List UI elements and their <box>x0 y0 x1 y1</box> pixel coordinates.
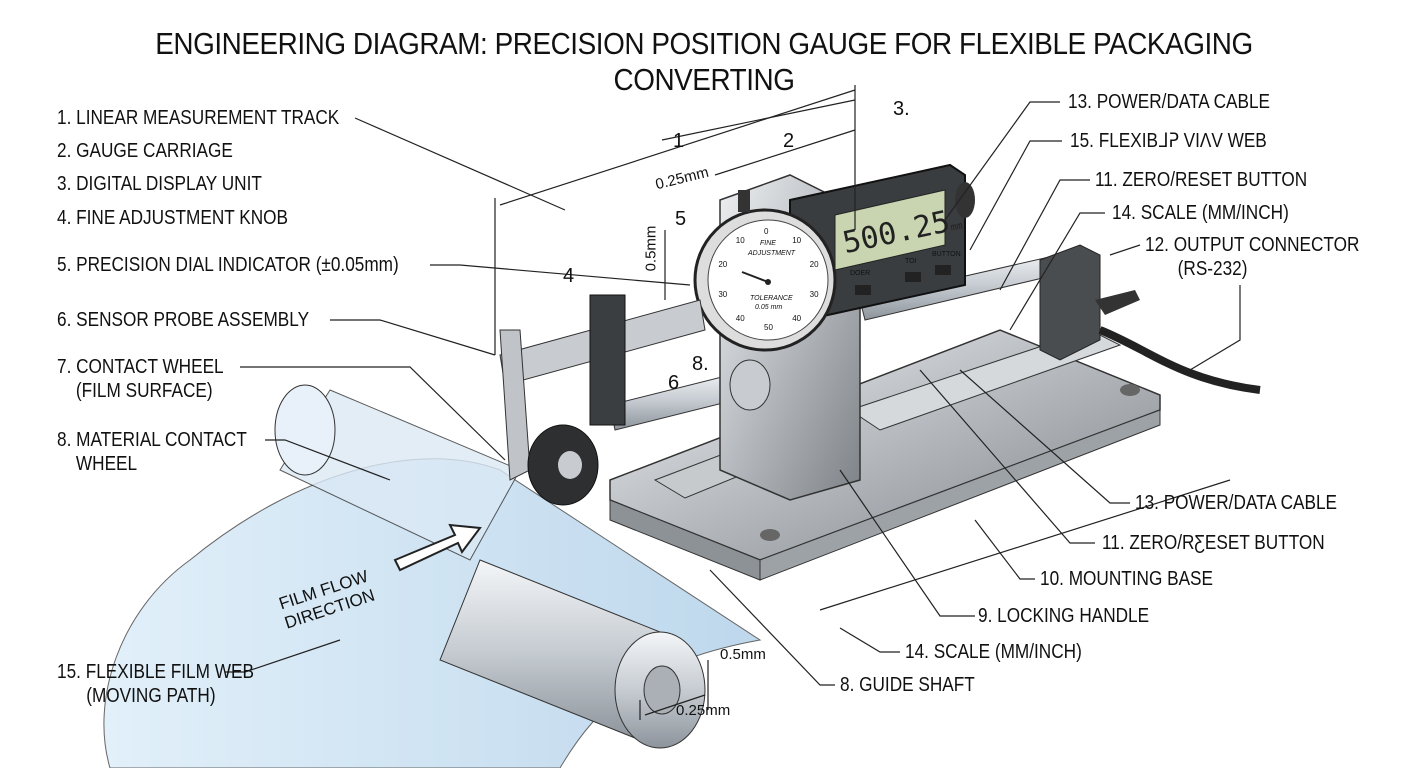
callout-5: 5 <box>675 208 687 230</box>
display-button-2[interactable]: TOI <box>905 258 917 265</box>
label-line: 12. OUTPUT CONNECTOR <box>1145 234 1360 256</box>
dial-tick-label: 30 <box>718 289 728 299</box>
dimension-lines <box>494 85 856 720</box>
label-zero-reset-button-2: 11. ZERO/RƸESET BUTTON <box>1102 532 1325 554</box>
dial-tick-label: 0 <box>764 227 769 236</box>
dial-text-value: 0.05 mm <box>755 304 783 311</box>
label-scale-2: 14. SCALE (MM/INCH) <box>905 641 1082 663</box>
dim-025-bottom: 0.25mm <box>676 702 731 719</box>
label-mounting-base: 10. MOUNTING BASE <box>1040 568 1213 590</box>
diagram-title: ENGINEERING DIAGRAM: PRECISION POSITION … <box>155 26 1253 97</box>
dial-tick-label: 30 <box>809 289 819 299</box>
label-zero-reset-button: 11. ZERO/RESET BUTTON <box>1095 169 1308 191</box>
leader-lines <box>225 101 1241 686</box>
lcd-unit: mm <box>949 220 964 234</box>
label-precision-dial-indicator: 5. PRECISION DIAL INDICATOR (±0.05mm) <box>57 254 399 276</box>
dial-tick-label: 10 <box>735 236 745 246</box>
dial-tick-label: 40 <box>735 313 745 323</box>
end-block <box>1039 244 1101 361</box>
dim-2: 2 <box>783 130 795 152</box>
callout-3: 3. <box>893 98 910 120</box>
label-line: 15. FLEXIBLE FILM WEB <box>57 661 254 683</box>
dim-05-vertical: 0.5mm <box>642 225 660 272</box>
label-gauge-carriage: 2. GAUGE CARRIAGE <box>57 140 233 162</box>
label-output-connector: 12. OUTPUT CONNECTOR(RS-232) <box>1145 233 1359 281</box>
label-digital-display-unit: 3. DIGITAL DISPLAY UNIT <box>57 173 262 195</box>
dim-05-bottom: 0.5mm <box>720 646 766 663</box>
label-flexible-film-web: 15. FLEXIBLE FILM WEB(MOVING PATH) <box>57 660 254 708</box>
label-flexible-web: 15. FLEXIBᒧᕈ VΙΛV WEB <box>1070 130 1267 152</box>
dim-1: 1 <box>673 130 685 152</box>
label-sensor-probe-assembly: 6. SENSOR PROBE ASSEMBLY <box>57 309 310 331</box>
label-linear-measurement-track: 1. LINEAR MEASUREMENT TRACK <box>57 107 340 129</box>
label-line: WHEEL <box>75 453 138 475</box>
label-guide-shaft: 8. GUIDE SHAFT <box>840 674 975 696</box>
label-line: (RS-232) <box>1177 258 1248 280</box>
label-line: 8. MATERIAL CONTACT <box>57 429 247 451</box>
fine-adjustment-knob <box>738 190 750 212</box>
power-cable <box>1098 326 1261 394</box>
callout-8: 8. <box>692 353 709 375</box>
display-button-3[interactable]: BUTTON <box>932 251 961 258</box>
locking-handle <box>1095 290 1140 315</box>
dial-tick-label: 20 <box>718 260 728 270</box>
dial-tick-label: 10 <box>792 236 802 246</box>
dial-text-tolerance: TOLERANCE <box>750 295 793 302</box>
label-line: (MOVING PATH) <box>86 685 216 707</box>
label-power-data-cable: 13. POWER/DATA CABLE <box>1068 91 1271 113</box>
dial-tick-label: 40 <box>792 313 802 323</box>
label-fine-adjustment-knob: 4. FINE ADJUSTMENT KNOB <box>57 207 288 229</box>
callout-6: 6 <box>668 372 680 394</box>
label-line: (FILM SURFACE) <box>75 380 213 402</box>
display-button-1[interactable]: DOER <box>850 270 871 277</box>
label-locking-handle: 9. LOCKING HANDLE <box>978 605 1150 627</box>
label-line: 7. CONTACT WHEEL <box>57 356 224 378</box>
flow-arrow <box>393 523 482 572</box>
dial-tick-label: 20 <box>809 260 819 270</box>
label-power-data-cable-2: 13. POWER/DATA CABLE <box>1135 492 1338 514</box>
dial-text-adjustment: ADJUSTMENT <box>748 250 796 257</box>
label-contact-wheel: 7. CONTACT WHEEL(FILM SURFACE) <box>57 355 224 403</box>
dial-text-fine: FINE <box>760 240 776 247</box>
label-scale: 14. SCALE (MM/INCH) <box>1112 202 1289 224</box>
dial-tick-label: 50 <box>764 323 773 332</box>
callout-4: 4 <box>563 265 575 287</box>
